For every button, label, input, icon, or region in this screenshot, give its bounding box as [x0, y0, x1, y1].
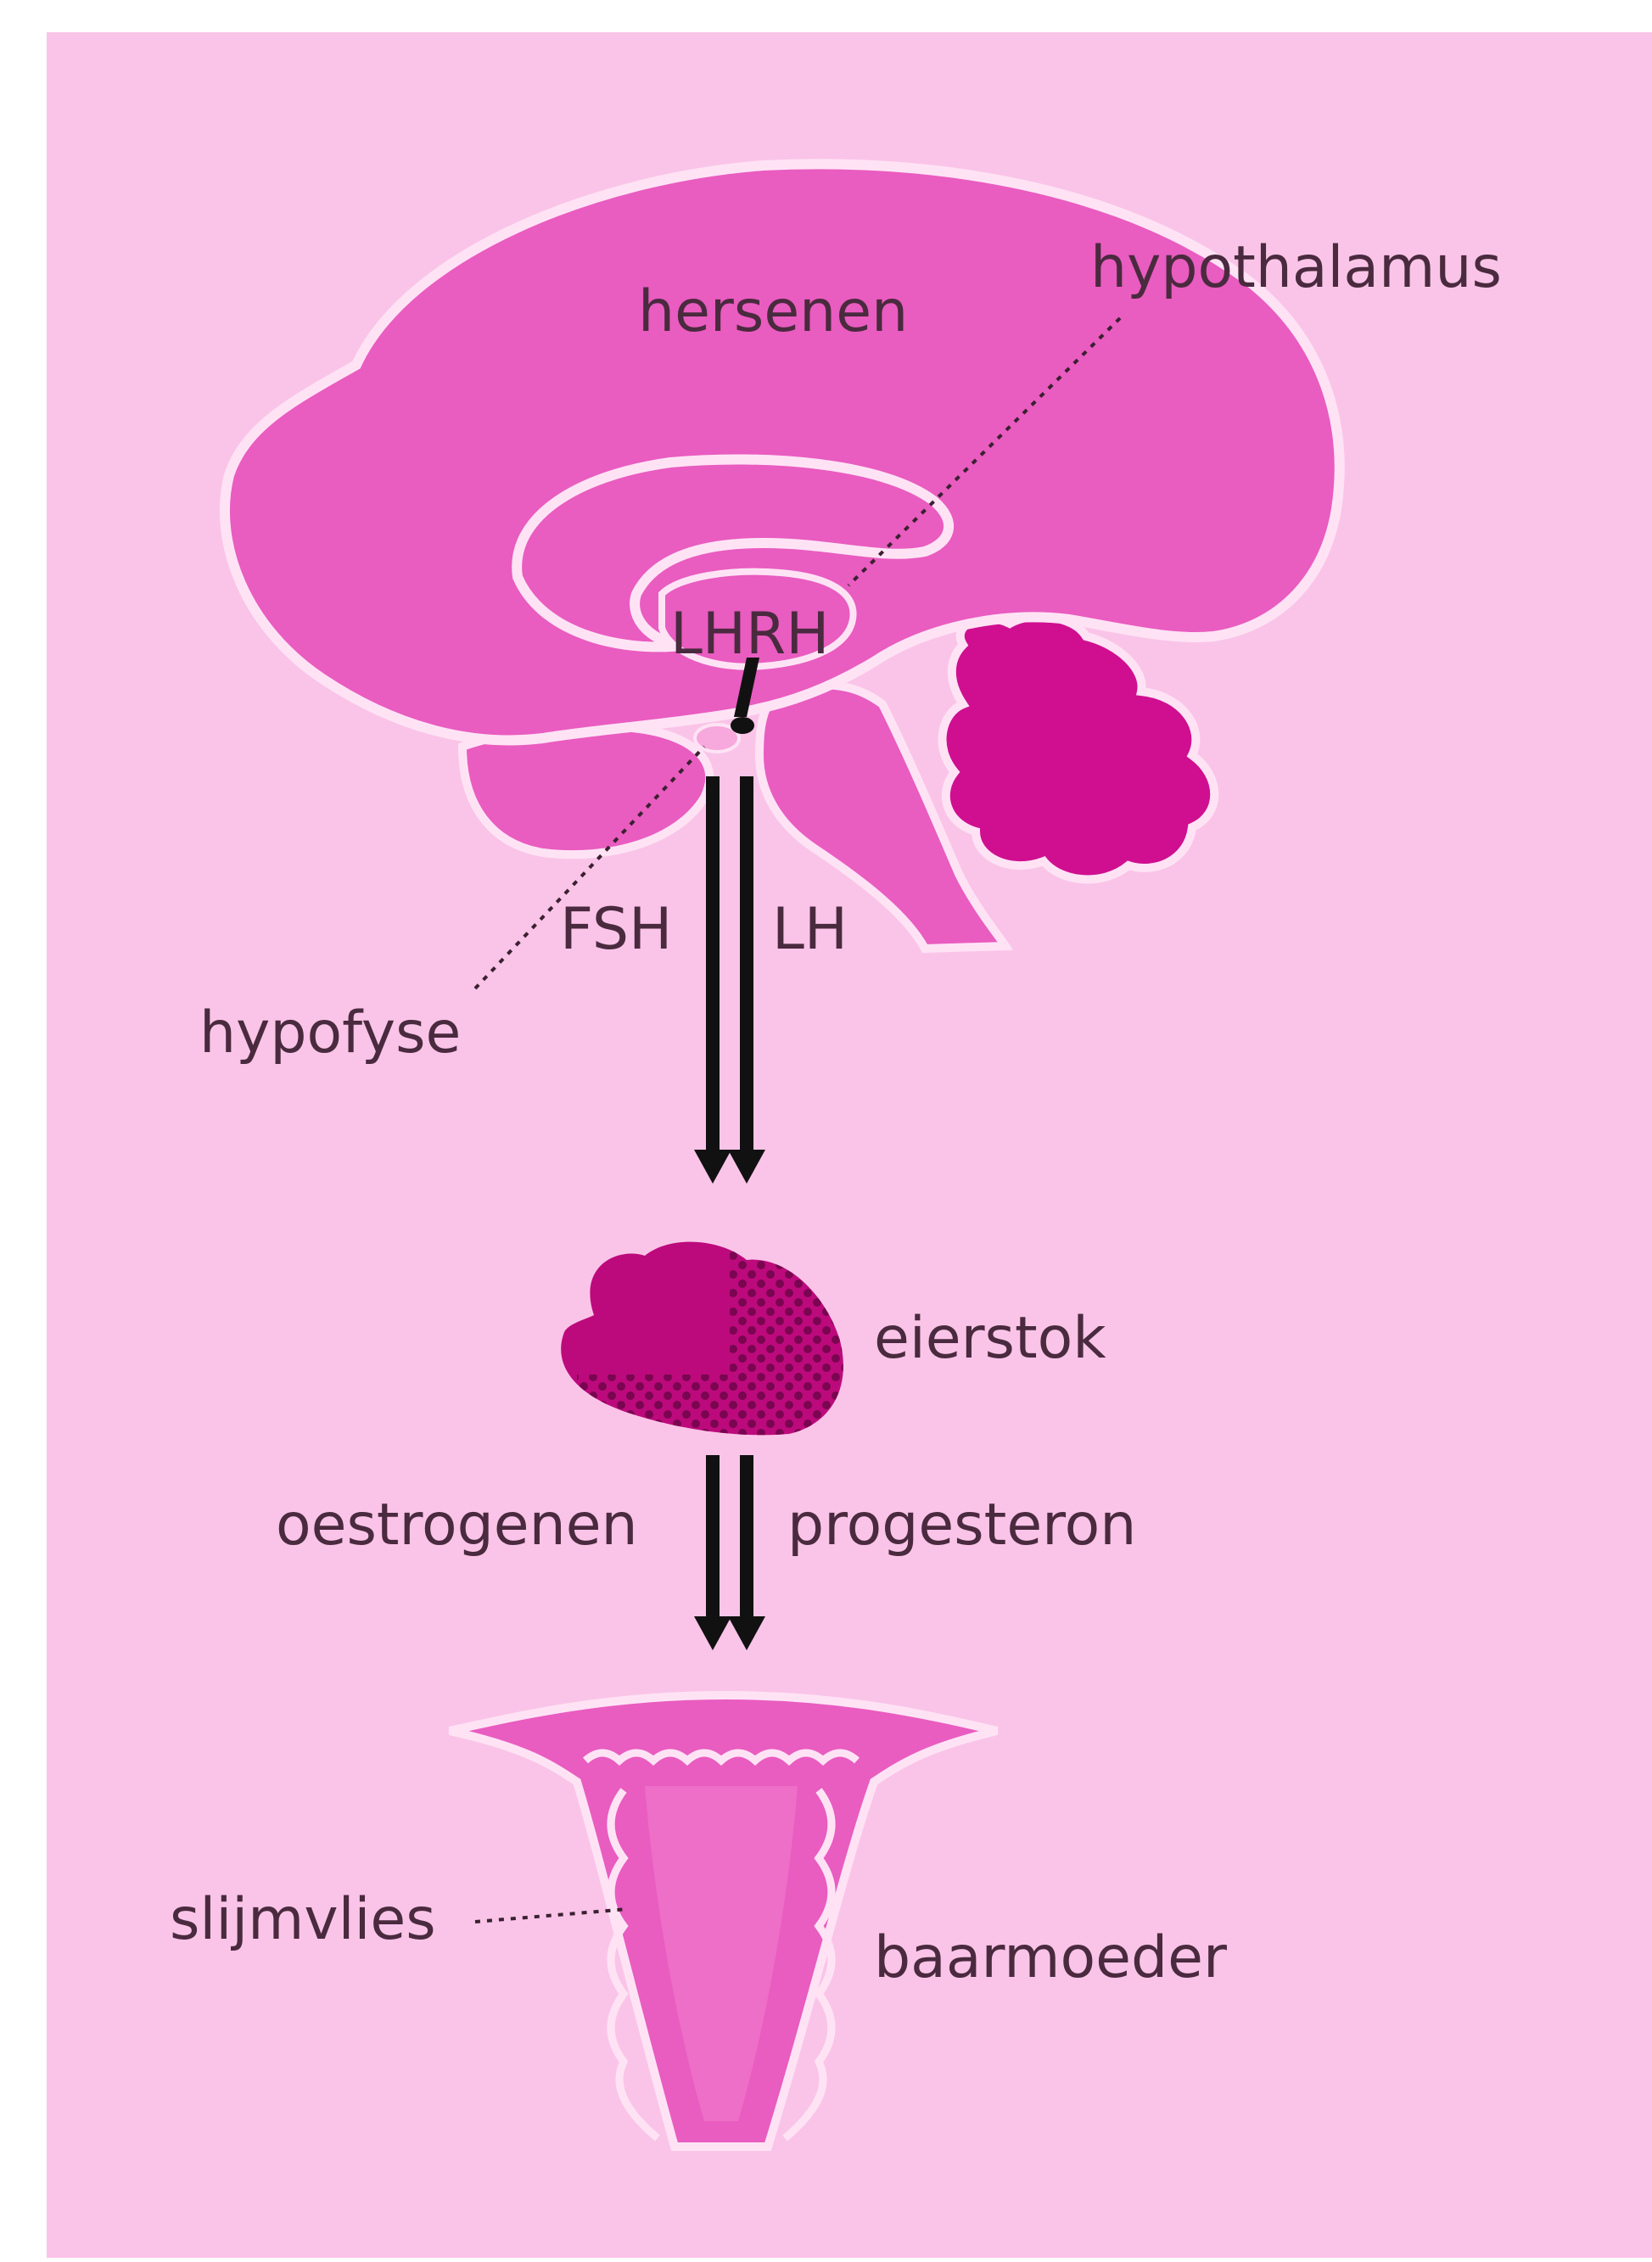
- progesterone-label: progesteron: [787, 1492, 1136, 1559]
- mucosa-label: slijmvlies: [170, 1886, 436, 1953]
- lh-label: LH: [772, 896, 848, 963]
- ovary-label: eierstok: [874, 1305, 1106, 1372]
- hypothalamus-label: hypothalamus: [1090, 234, 1502, 301]
- lhrh-label: LHRH: [670, 601, 829, 668]
- fsh-label: FSH: [560, 896, 672, 963]
- uterus-label: baarmoeder: [874, 1924, 1227, 1991]
- pituitary-label: hypofyse: [199, 999, 461, 1067]
- estrogens-label: oestrogenen: [276, 1492, 638, 1559]
- brain-label: hersenen: [638, 278, 908, 345]
